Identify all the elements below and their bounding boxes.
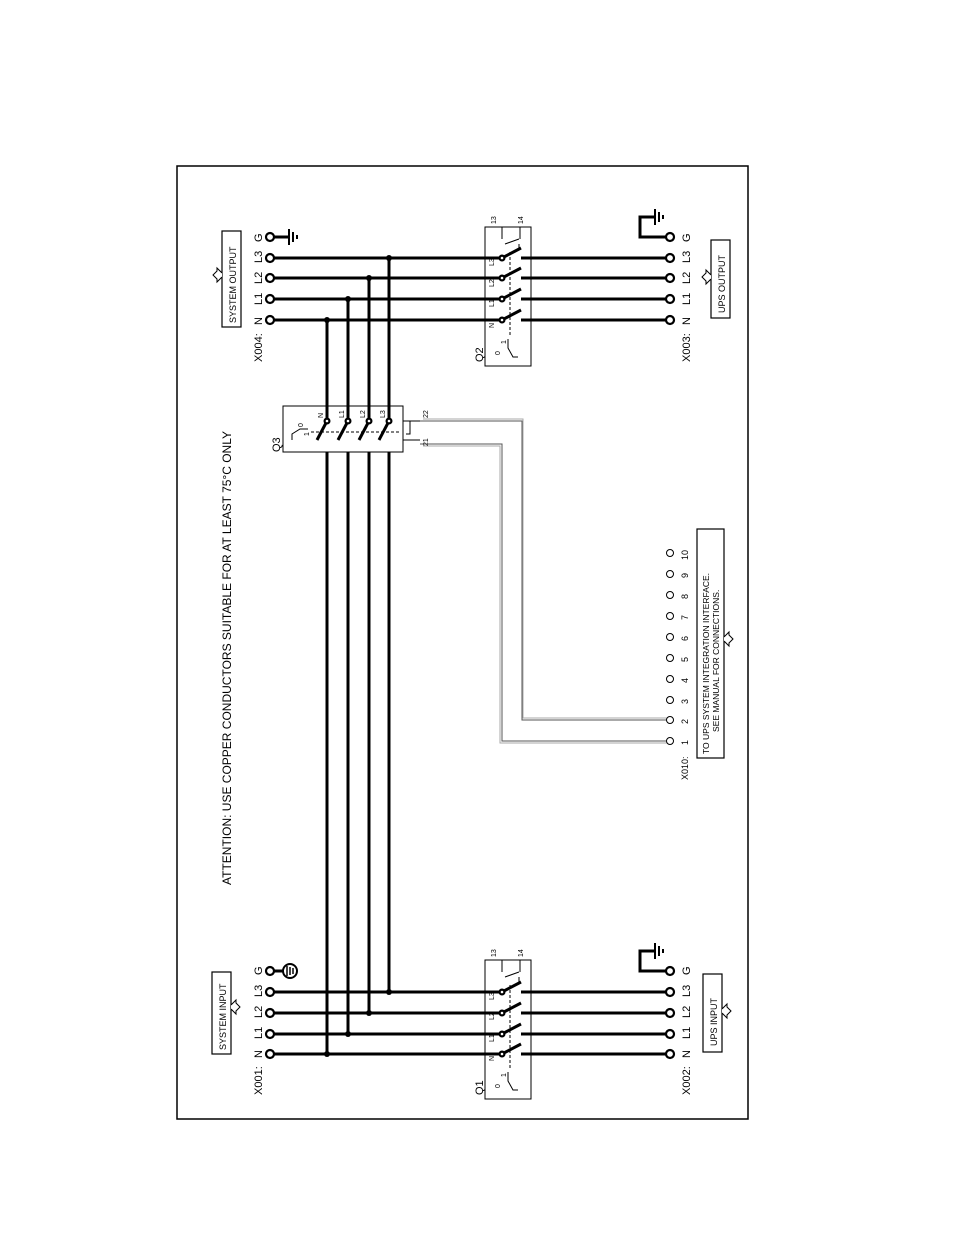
svg-text:N: N — [489, 323, 496, 328]
svg-text:3: 3 — [680, 699, 690, 704]
svg-text:1: 1 — [304, 432, 311, 436]
ups-output-label: UPS OUTPUT — [717, 254, 727, 313]
breaker-q3: Q3 N L1 L2 L3 21 22 0 1 — [271, 405, 430, 453]
svg-text:L1: L1 — [253, 1027, 265, 1039]
system-input-terminal-labels: N L1 L2 L3 G — [253, 966, 265, 1058]
svg-text:21: 21 — [423, 438, 430, 446]
svg-text:6: 6 — [680, 636, 690, 641]
ups-input-label: UPS INPUT — [709, 997, 719, 1046]
svg-text:0: 0 — [298, 423, 305, 427]
breaker-q1: Q1 N L1 L2 L3 13 14 0 1 — [474, 949, 532, 1100]
svg-text:13: 13 — [491, 949, 498, 957]
svg-text:L1: L1 — [489, 1034, 496, 1042]
svg-text:0: 0 — [495, 351, 502, 355]
interface-note-box: TO UPS SYSTEM INTEGRATION INTERFACE. SEE… — [696, 528, 734, 759]
svg-text:N: N — [681, 1050, 693, 1058]
svg-text:L3: L3 — [681, 985, 693, 997]
svg-text:1: 1 — [501, 340, 508, 344]
svg-text:L1: L1 — [253, 293, 265, 305]
svg-text:N: N — [253, 1050, 265, 1058]
x010-terminal-id: X010: — [680, 756, 690, 780]
svg-text:L2: L2 — [360, 410, 367, 418]
ups-input-label-box: UPS INPUT — [702, 973, 732, 1053]
svg-text:L2: L2 — [489, 1012, 496, 1020]
system-input-label-box: SYSTEM INPUT — [211, 971, 241, 1055]
svg-text:L1: L1 — [681, 1027, 693, 1039]
svg-text:N: N — [253, 317, 265, 325]
system-output-label: SYSTEM OUTPUT — [228, 246, 238, 323]
svg-text:N: N — [681, 317, 693, 325]
svg-text:G: G — [681, 233, 693, 242]
x003-terminal-id: X003: — [681, 333, 693, 362]
svg-text:9: 9 — [680, 573, 690, 578]
svg-text:N: N — [489, 1056, 496, 1061]
svg-text:Q1: Q1 — [474, 1080, 486, 1095]
svg-text:L2: L2 — [681, 272, 693, 284]
svg-text:L3: L3 — [489, 992, 496, 1000]
interface-note-line2: SEE MANUAL FOR CONNECTIONS. — [711, 590, 721, 732]
svg-text:L3: L3 — [380, 410, 387, 418]
svg-text:G: G — [253, 233, 265, 242]
svg-text:G: G — [681, 966, 693, 975]
svg-text:1: 1 — [680, 740, 690, 745]
system-input-label: SYSTEM INPUT — [218, 983, 228, 1050]
svg-text:L3: L3 — [253, 985, 265, 997]
svg-text:L1: L1 — [489, 299, 496, 307]
svg-text:1: 1 — [501, 1073, 508, 1077]
svg-text:10: 10 — [680, 550, 690, 560]
x001-terminal-id: X001: — [253, 1066, 265, 1095]
svg-text:22: 22 — [423, 410, 430, 418]
svg-text:L2: L2 — [489, 279, 496, 287]
svg-text:L2: L2 — [253, 272, 265, 284]
diagram-frame — [176, 165, 749, 1120]
svg-text:L3: L3 — [489, 258, 496, 266]
svg-text:8: 8 — [680, 594, 690, 599]
system-output-terminal-labels: N L1 L2 L3 G — [253, 233, 265, 325]
svg-text:L3: L3 — [681, 251, 693, 263]
svg-text:2: 2 — [680, 719, 690, 724]
x010-terminal-strip: 1 2 3 4 5 6 7 8 9 10 X010: — [666, 549, 690, 780]
svg-text:L1: L1 — [681, 293, 693, 305]
ground-icon — [274, 209, 666, 979]
svg-text:7: 7 — [680, 615, 690, 620]
svg-text:14: 14 — [518, 216, 525, 224]
interface-note-line1: TO UPS SYSTEM INTEGRATION INTERFACE. — [701, 573, 711, 754]
ups-output-label-box: UPS OUTPUT — [701, 239, 731, 319]
x004-terminal-id: X004: — [253, 333, 265, 362]
svg-text:L2: L2 — [253, 1006, 265, 1018]
svg-text:G: G — [253, 966, 265, 975]
svg-text:13: 13 — [491, 216, 498, 224]
system-output-label-box: SYSTEM OUTPUT — [212, 230, 242, 328]
bus-wires — [270, 255, 670, 1057]
svg-text:Q3: Q3 — [271, 437, 283, 452]
svg-text:14: 14 — [518, 949, 525, 957]
svg-text:L1: L1 — [339, 410, 346, 418]
svg-text:0: 0 — [495, 1084, 502, 1088]
signal-wires — [420, 418, 668, 744]
ups-output-terminal-labels: N L1 L2 L3 G — [681, 233, 693, 325]
svg-text:L3: L3 — [253, 251, 265, 263]
breaker-q2: Q2 N L1 L2 L3 13 14 0 1 — [474, 216, 532, 367]
attention-note: ATTENTION: USE COPPER CONDUCTORS SUITABL… — [220, 431, 234, 885]
svg-text:5: 5 — [680, 657, 690, 662]
svg-text:4: 4 — [680, 678, 690, 683]
svg-text:Q2: Q2 — [474, 347, 486, 362]
svg-text:N: N — [318, 413, 325, 418]
x002-terminal-id: X002: — [681, 1066, 693, 1095]
ups-input-terminal-labels: N L1 L2 L3 G — [681, 966, 693, 1058]
svg-text:L2: L2 — [681, 1006, 693, 1018]
